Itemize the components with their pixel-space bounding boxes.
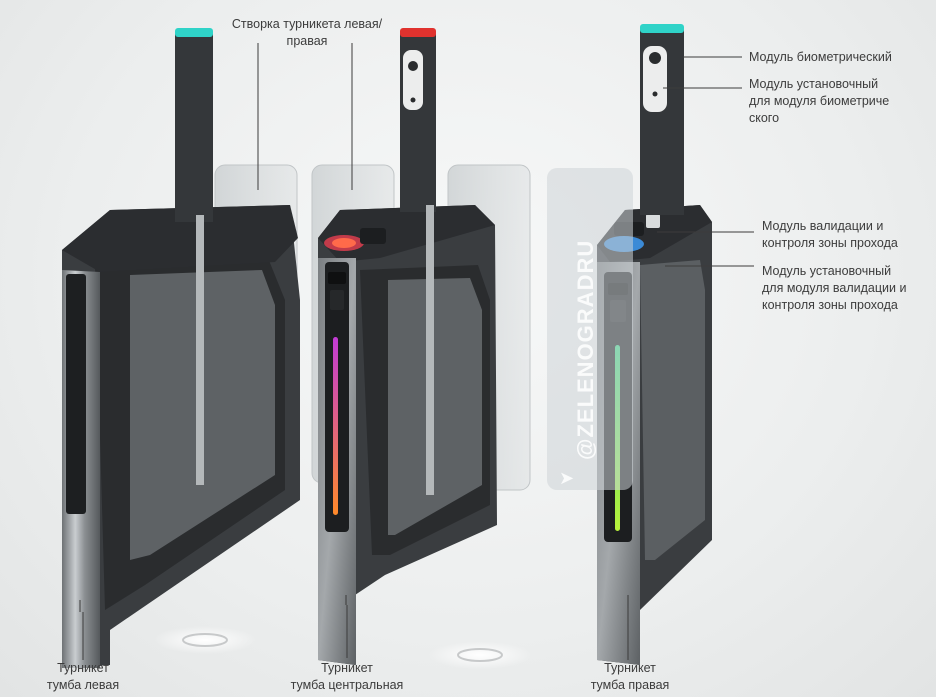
label-line: Модуль установочный [749,77,879,91]
label-validation-module: Модуль валидации и контроля зоны прохода [762,218,898,252]
label-line: Турникет [321,661,373,675]
center-post [400,28,436,495]
label-biometric-module: Модуль биометрический [749,49,892,66]
center-cabinet [318,205,497,665]
label-biometric-mount: Модуль установочный для модуля биометрич… [749,76,889,127]
left-post [175,28,213,485]
paper-plane-icon: ➤ [559,468,575,488]
label-line: Турникет [57,661,109,675]
label-left-cabinet: Турникет тумба левая [28,660,138,694]
right-post [640,24,684,215]
label-center-cabinet: Турникет тумба центральная [272,660,422,694]
label-line: ского [749,111,780,125]
label-line: для модуля биометриче [749,94,890,108]
left-cabinet [62,205,300,668]
label-line: Створка турникета левая/ [231,17,383,31]
label-validation-mount: Модуль установочный для модуля валидации… [762,263,906,314]
label-door-left-right: Створка турникета левая/ правая [222,16,392,50]
label-line: тумба левая [46,678,120,692]
label-line: для модуля валидации и [762,281,907,295]
label-line: контроля зоны прохода [762,236,898,250]
watermark-text: @ZELENOGRADRU [573,239,598,460]
label-right-cabinet: Турникет тумба правая [570,660,690,694]
label-line: Модуль валидации и [762,219,884,233]
label-line: контроля зоны прохода [762,298,898,312]
floor-projection-right [428,641,532,669]
label-line: Модуль установочный [762,264,892,278]
label-line: правая [286,34,328,48]
label-line: тумба центральная [290,678,404,692]
floor-projection-left [153,626,257,654]
watermark-panel [547,168,633,490]
label-line: тумба правая [590,678,670,692]
label-line: Модуль биометрический [749,50,892,64]
leader-lines [82,43,754,660]
label-line: Турникет [604,661,656,675]
